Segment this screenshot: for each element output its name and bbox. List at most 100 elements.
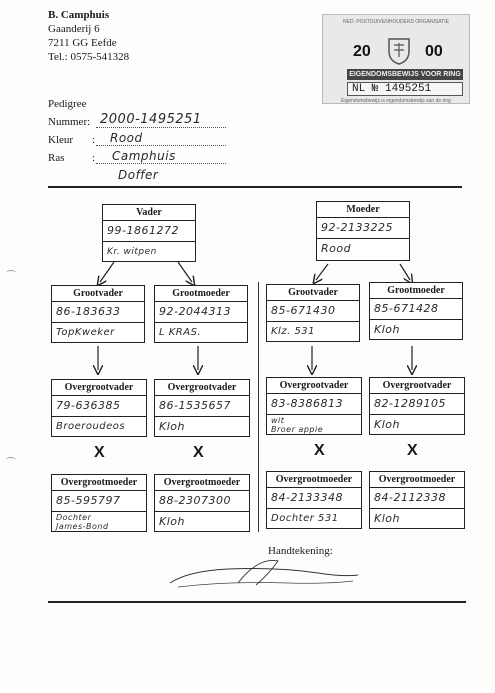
sender-city: 7211 GG Eefde	[48, 37, 117, 49]
overgrootmoeder-right-2-title: Overgrootmoeder	[370, 472, 464, 488]
pedigree-heading: Pedigree	[48, 98, 87, 110]
sender-street: Gaanderij 6	[48, 23, 100, 35]
overgrootmoeder-left-1-note: Dochter James-Bond	[52, 512, 146, 533]
overgrootvader-left-2-box: Overgrootvader 86-1535657 Kloh	[154, 379, 250, 437]
grootmoeder-right-ring: 85-671428	[370, 299, 462, 320]
overgrootmoeder-left-2-note: Kloh	[159, 515, 185, 528]
overgrootvader-left-1-title: Overgrootvader	[52, 380, 146, 396]
grootvader-left-note: TopKweker	[56, 327, 115, 338]
ras-line	[96, 163, 226, 164]
kleur-label: Kleur	[48, 134, 73, 146]
overgrootvader-left-1-box: Overgrootvader 79-636385 Broeroudeos	[51, 379, 147, 437]
overgrootvader-right-1-box: Overgrootvader 83-8386813 wit Broer appi…	[266, 377, 362, 435]
grootvader-right-note: Klz. 531	[271, 326, 316, 337]
overgrootvader-left-1-ring: 79-636385	[52, 396, 146, 417]
kleur-colon: :	[92, 134, 96, 146]
overgrootvader-right-1-ring: 83-8386813	[267, 394, 361, 415]
ring-number: NL № 1495251	[347, 82, 463, 96]
moeder-ring: 92-2133225	[317, 218, 409, 239]
overgrootvader-right-1-note-line1: wit	[271, 416, 285, 425]
punch-hole	[6, 270, 16, 276]
overgrootmoeder-left-1-ring: 85-595797	[52, 491, 146, 512]
overgrootvader-left-2-title: Overgrootvader	[155, 380, 249, 396]
grootmoeder-left-title: Grootmoeder	[155, 286, 247, 302]
vader-box: Vader 99-1861272 Kr. witpen	[102, 204, 196, 262]
grootmoeder-left-ring: 92-2044313	[155, 302, 247, 323]
overgrootvader-right-1-note: wit Broer appie	[267, 415, 361, 436]
overgrootmoeder-right-1-title: Overgrootmoeder	[267, 472, 361, 488]
overgrootvader-right-2-note: Kloh	[374, 418, 400, 431]
cross-symbol: X	[314, 442, 325, 459]
overgrootvader-right-2-title: Overgrootvader	[370, 378, 464, 394]
ras-label-text: Ras	[48, 152, 65, 164]
stamp-bottom-text: Eigendomsbewijs is eigendomsbewijs van d…	[341, 98, 451, 104]
stamp-year-right: 00	[425, 43, 443, 60]
sender-name: B. Camphuis	[48, 9, 110, 21]
ring-certificate-stamp: NED. POSTDUIVENHOUDERS ORGANISATIE 20 00…	[322, 14, 470, 104]
kleur-value: Rood	[110, 131, 143, 145]
overgrootmoeder-left-2-ring: 88-2307300	[155, 491, 249, 512]
nummer-label: Nummer:	[48, 116, 91, 128]
grootmoeder-right-note: Kloh	[374, 323, 400, 336]
top-divider	[48, 186, 462, 188]
cross-symbol: X	[193, 444, 204, 461]
overgrootmoeder-left-1-note-line2: James-Bond	[56, 522, 109, 531]
stamp-band: EIGENDOMSBEWIJS VOOR RING	[347, 69, 463, 80]
grootmoeder-left-note: L KRAS.	[159, 327, 202, 338]
stamp-year-left: 20	[353, 43, 371, 60]
center-divider	[258, 282, 259, 532]
nummer-value: 2000-1495251	[100, 112, 202, 127]
cross-symbol: X	[407, 442, 418, 459]
ras-value-2: Doffer	[118, 168, 159, 182]
grootmoeder-left-box: Grootmoeder 92-2044313 L KRAS.	[154, 285, 248, 343]
nummer-line	[96, 127, 226, 128]
sender-phone: Tel.: 0575-541328	[48, 51, 130, 63]
bottom-divider	[48, 601, 466, 603]
sender-address: B. Camphuis Gaanderij 6 7211 GG Eefde Te…	[48, 8, 129, 64]
grootvader-right-title: Grootvader	[267, 285, 359, 301]
moeder-title: Moeder	[317, 202, 409, 218]
moeder-note: Rood	[321, 242, 352, 255]
overgrootvader-left-2-ring: 86-1535657	[155, 396, 249, 417]
overgrootvader-right-1-title: Overgrootvader	[267, 378, 361, 394]
overgrootmoeder-right-1-note: Dochter 531	[271, 513, 339, 524]
vader-note: Kr. witpen	[107, 247, 157, 257]
grootvader-left-ring: 86-183633	[52, 302, 144, 323]
crest-icon	[388, 38, 410, 65]
overgrootvader-right-1-note-line2: Broer appie	[271, 425, 324, 434]
overgrootmoeder-right-1-box: Overgrootmoeder 84-2133348 Dochter 531	[266, 471, 362, 529]
overgrootmoeder-left-1-box: Overgrootmoeder 85-595797 Dochter James-…	[51, 474, 147, 532]
vader-title: Vader	[103, 205, 195, 221]
grootmoeder-right-box: Grootmoeder 85-671428 Kloh	[369, 282, 463, 340]
ras-label: Ras	[48, 152, 65, 164]
grootvader-right-ring: 85-671430	[267, 301, 359, 322]
stamp-top-text: NED. POSTDUIVENHOUDERS ORGANISATIE	[343, 19, 450, 25]
kleur-line	[96, 145, 226, 146]
handwritten-signature	[169, 560, 359, 588]
ras-value: Camphuis	[112, 149, 176, 163]
overgrootvader-right-2-box: Overgrootvader 82-1289105 Kloh	[369, 377, 465, 435]
grootvader-left-box: Grootvader 86-183633 TopKweker	[51, 285, 145, 343]
overgrootmoeder-left-2-title: Overgrootmoeder	[155, 475, 249, 491]
punch-hole	[6, 457, 16, 463]
overgrootvader-left-2-note: Kloh	[159, 420, 185, 433]
kleur-label-text: Kleur	[48, 134, 74, 146]
overgrootvader-right-2-ring: 82-1289105	[370, 394, 464, 415]
moeder-box: Moeder 92-2133225 Rood	[316, 201, 410, 261]
overgrootmoeder-left-2-box: Overgrootmoeder 88-2307300 Kloh	[154, 474, 250, 532]
cross-symbol: X	[94, 444, 105, 461]
signature-label: Handtekening:	[268, 545, 333, 557]
grootvader-left-title: Grootvader	[52, 286, 144, 302]
grootvader-right-box: Grootvader 85-671430 Klz. 531	[266, 284, 360, 342]
nummer-label-text: Nummer	[48, 116, 88, 128]
overgrootmoeder-left-1-title: Overgrootmoeder	[52, 475, 146, 491]
vader-ring: 99-1861272	[103, 221, 195, 242]
overgrootmoeder-right-1-ring: 84-2133348	[267, 488, 361, 509]
overgrootmoeder-right-2-ring: 84-2112338	[370, 488, 464, 509]
grootmoeder-right-title: Grootmoeder	[370, 283, 462, 299]
overgrootmoeder-left-1-note-line1: Dochter	[56, 513, 92, 522]
overgrootmoeder-right-2-note: Kloh	[374, 512, 400, 525]
overgrootmoeder-right-2-box: Overgrootmoeder 84-2112338 Kloh	[369, 471, 465, 529]
overgrootvader-left-1-note: Broeroudeos	[56, 421, 126, 432]
